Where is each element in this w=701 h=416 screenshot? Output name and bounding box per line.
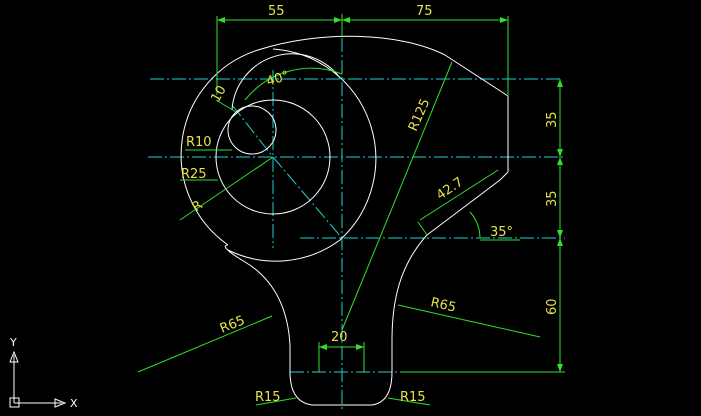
slot-edge-35deg: [426, 179, 501, 236]
r125-arc: [227, 48, 377, 262]
arrow-35-bottom: [557, 149, 563, 157]
arrow-55-left: [217, 17, 225, 23]
circle-r25: [215, 99, 331, 215]
dim-text-55: 55: [268, 4, 285, 19]
dim-text-r15-left: R15: [255, 390, 281, 405]
ucs-icon: Y X: [9, 336, 78, 410]
ucs-y-arrow-icon: [9, 350, 19, 363]
leader-r65-right: [397, 304, 541, 338]
arrow-55-right: [334, 17, 342, 23]
ucs-x-label: X: [70, 397, 78, 410]
leader-r15-left: [255, 397, 297, 406]
arrow-75-right: [500, 17, 508, 23]
right-r65-arc: [391, 234, 428, 372]
ext-line-42-7: [417, 221, 428, 236]
dim-text-42-7: 42.7: [434, 175, 466, 204]
leader-r: [179, 156, 274, 221]
centerline-diagonal: [272, 156, 343, 239]
dim-text-r125: R125: [406, 97, 433, 134]
top-right-edge: [444, 54, 509, 97]
dim-text-40deg: 40°: [265, 68, 292, 89]
dim-text-right-middle-35: 35: [545, 190, 560, 207]
dim-text-r65-left: R65: [218, 313, 247, 336]
arrow-60-top: [557, 238, 563, 246]
ucs-origin-box: [9, 397, 20, 408]
dim-text-35deg: 35°: [490, 225, 513, 240]
centerline-slot-40deg: [231, 104, 274, 158]
ucs-y-label: Y: [9, 336, 17, 349]
arrow-75-left: [342, 17, 350, 23]
arc-35deg: [469, 211, 481, 239]
left-r65-arc: [224, 244, 291, 372]
dim-text-r25: R25: [181, 167, 207, 182]
top-arc: [257, 35, 446, 56]
dim-text-10: 10: [208, 83, 229, 105]
arrow-35b-top: [557, 157, 563, 165]
bottom-r15-right: [371, 371, 393, 406]
dim-text-right-upper-35: 35: [545, 111, 560, 128]
dim-text-r65-right: R65: [429, 295, 457, 315]
arrow-20-left: [319, 344, 327, 350]
dim-text-75: 75: [416, 4, 433, 19]
leader-r15-right: [387, 397, 431, 406]
dim-text-20: 20: [331, 330, 348, 345]
arrow-20-right: [356, 344, 364, 350]
arrow-60-bottom: [557, 364, 563, 372]
arrow-35-top: [557, 79, 563, 87]
dim-line-10: [215, 99, 237, 113]
dim-text-right-lower-60: 60: [545, 298, 560, 315]
dim-text-r15-right: R15: [400, 390, 426, 405]
leader-r65-left: [137, 315, 273, 373]
ucs-x-arrow-icon: [54, 398, 67, 408]
arrow-35b-bottom: [557, 230, 563, 238]
dim-text-r10: R10: [186, 135, 212, 150]
bottom-r15-left: [289, 371, 313, 406]
leader-r125: [341, 61, 453, 331]
slot-inner-arc: [231, 53, 341, 111]
geometry: [180, 35, 509, 406]
arc-40deg: [244, 67, 343, 101]
dimension-lines: [137, 14, 565, 406]
dimension-texts: 55 75 35 35 60 40° 10 R10 R25 R R125 42.…: [181, 4, 560, 405]
outer-arc-r: [180, 49, 259, 246]
right-lower-edge: [499, 171, 509, 181]
dim-line-42-7: [419, 169, 499, 221]
dim-text-r: R: [190, 198, 206, 215]
centerlines: [148, 38, 565, 410]
circle-r10: [227, 105, 277, 155]
